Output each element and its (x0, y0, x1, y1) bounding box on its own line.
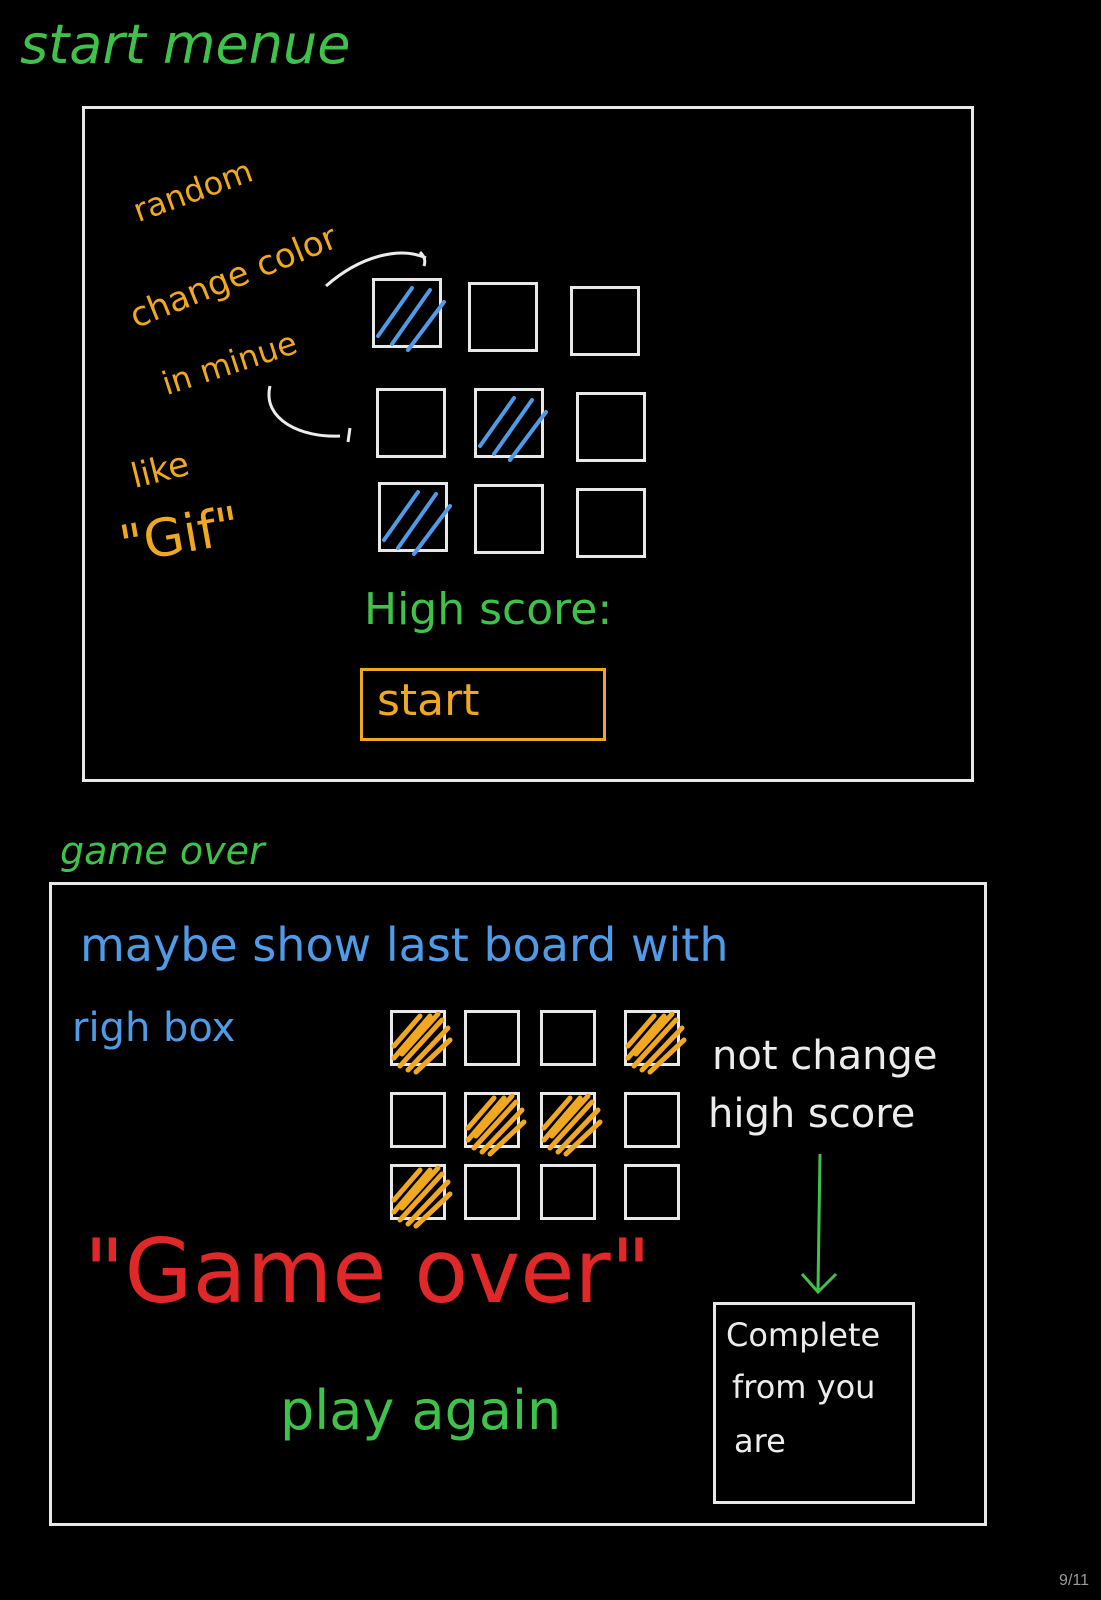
start-grid-cell (576, 392, 646, 462)
game-over-grid-cell (464, 1010, 520, 1066)
start-menu-frame (82, 106, 974, 782)
note-high-score: high score (708, 1091, 916, 1137)
blue-hatch-icon (382, 490, 452, 556)
game-over-title: game over (60, 829, 265, 873)
start-grid-cell (378, 482, 452, 556)
down-arrow (800, 1153, 838, 1295)
game-over-grid-cell (624, 1164, 680, 1220)
complete-line-3: are (734, 1422, 786, 1460)
complete-line-2: from you (732, 1368, 876, 1406)
game-over-grid-cell (390, 1092, 446, 1148)
note-curve-bottom (267, 385, 352, 443)
blue-hatch-icon (478, 396, 548, 462)
start-grid-cell (474, 388, 548, 462)
note-right-box: righ box (72, 1005, 236, 1051)
game-over-frame (49, 882, 987, 1526)
note-not-change: not change (712, 1033, 938, 1079)
start-grid-cell (468, 282, 538, 352)
start-menu-title: start menue (20, 13, 351, 76)
start-grid-cell (372, 278, 446, 352)
note-maybe-show: maybe show last board with (80, 918, 729, 972)
game-over-grid-cell (390, 1010, 453, 1075)
orange-scribble-icon (625, 1011, 687, 1075)
start-button-label: start (377, 675, 480, 726)
complete-box: Complete from you are (713, 1302, 915, 1504)
page-counter: 9/11 (1059, 1572, 1089, 1589)
start-grid-cell (576, 488, 646, 558)
high-score-label: High score: (364, 584, 613, 635)
game-over-grid-cell (390, 1164, 453, 1229)
game-over-text: "Game over" (84, 1220, 652, 1323)
game-over-grid-cell (624, 1092, 680, 1148)
game-over-grid-cell (540, 1010, 596, 1066)
blue-hatch-icon (376, 286, 446, 352)
play-again-button[interactable]: play again (280, 1379, 562, 1442)
start-grid-cell (474, 484, 544, 554)
start-grid-cell (376, 388, 446, 458)
orange-scribble-icon (391, 1165, 453, 1229)
game-over-grid-cell (624, 1010, 687, 1075)
orange-scribble-icon (465, 1093, 527, 1157)
complete-line-1: Complete (726, 1316, 881, 1354)
orange-scribble-icon (391, 1011, 453, 1075)
game-over-grid-cell (540, 1164, 596, 1220)
start-button[interactable]: start (360, 668, 606, 741)
game-over-grid-cell (464, 1092, 527, 1157)
start-grid-cell (570, 286, 640, 356)
orange-scribble-icon (541, 1093, 603, 1157)
game-over-grid-cell (464, 1164, 520, 1220)
game-over-grid-cell (540, 1092, 603, 1157)
note-curve-top (325, 250, 427, 288)
